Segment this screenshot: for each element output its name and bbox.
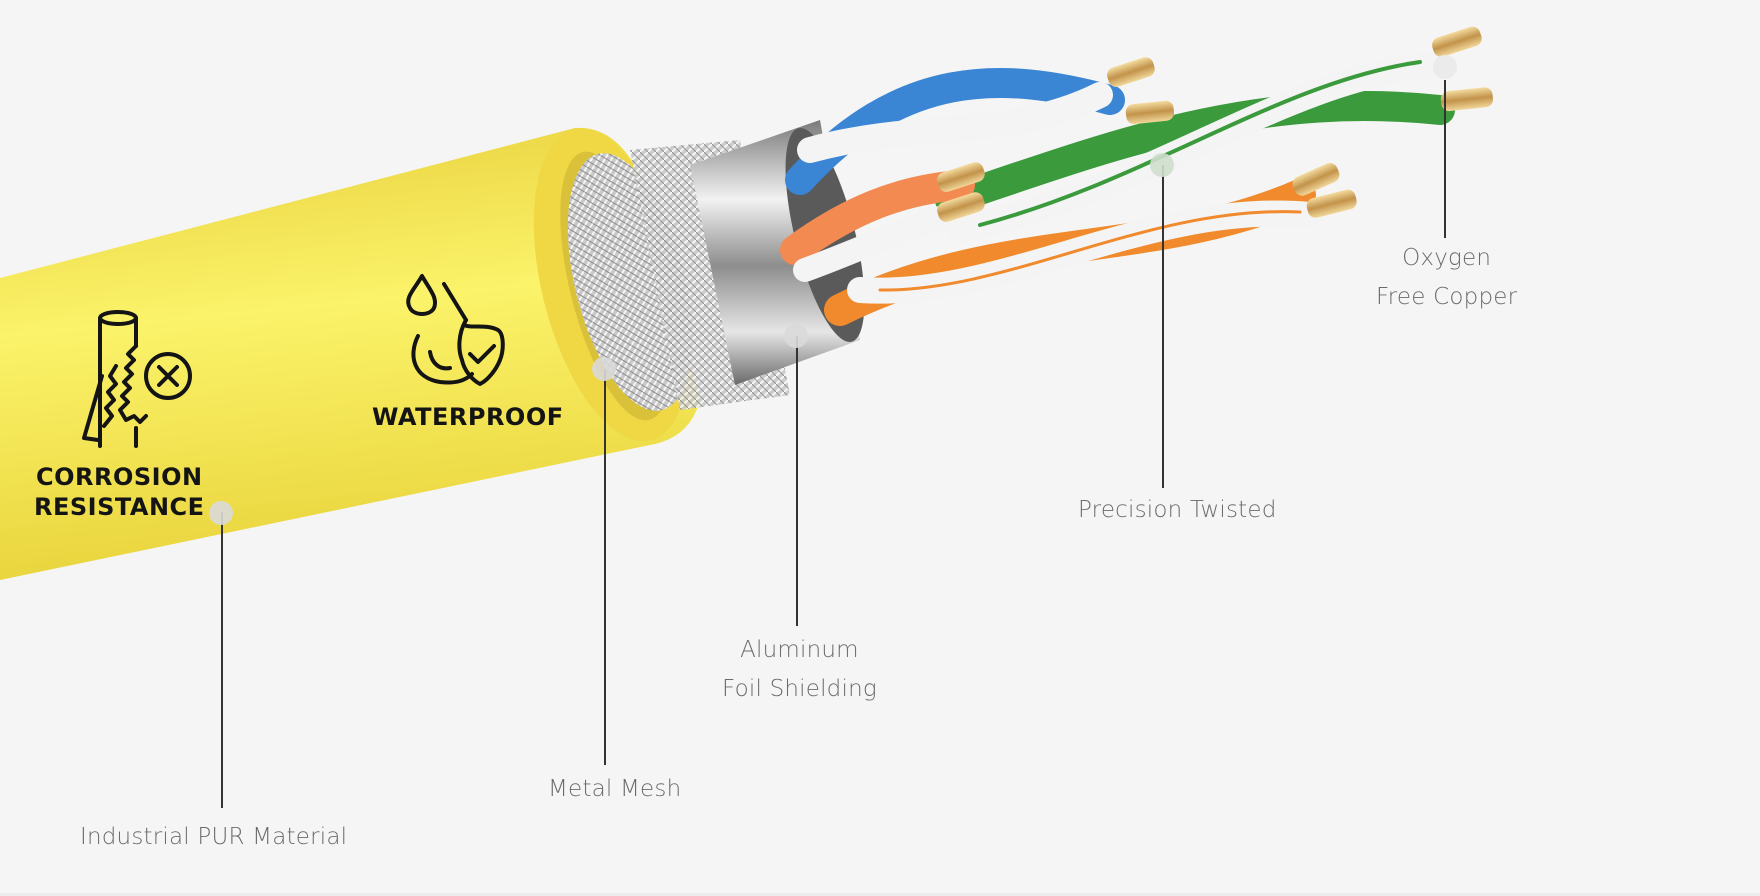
feature-corrosion-resistance: CORROSION RESISTANCE (34, 462, 205, 522)
feature-waterproof: WATERPROOF (372, 402, 564, 432)
water-drop-shield-icon (406, 274, 505, 386)
marker-dot-foil (784, 324, 808, 348)
pair-orange (824, 179, 1323, 326)
bottom-divider (0, 893, 1760, 896)
callout-twisted-text: Precision Twisted (1078, 497, 1277, 523)
callout-mesh-text: Metal Mesh (548, 776, 682, 802)
pair-orange-light (780, 170, 975, 282)
cable-jacket (0, 127, 700, 580)
feature-waterproof-label: WATERPROOF (372, 403, 564, 431)
copper-conductors (937, 26, 1494, 222)
corrosion-icon (82, 310, 192, 448)
callout-pur-text: Industrial PUR Material (80, 824, 348, 850)
callout-copper-line-2: Free Copper (1376, 284, 1518, 310)
callout-industrial-pur-material: Industrial PUR Material (80, 818, 347, 857)
callout-copper-line-1: Oxygen (1402, 245, 1492, 271)
callout-metal-mesh: Metal Mesh (548, 770, 681, 809)
callout-foil-line-2: Foil Shielding (722, 676, 877, 702)
marker-dot-twisted (1150, 153, 1174, 177)
callout-oxygen-free-copper: Oxygen Free Copper (1376, 239, 1517, 317)
marker-dot-copper (1433, 55, 1457, 79)
callout-precision-twisted: Precision Twisted (1078, 491, 1277, 530)
feature-corrosion-line-2: RESISTANCE (34, 493, 205, 521)
pair-blue (785, 67, 1125, 195)
marker-dot-pur (209, 501, 233, 525)
marker-dot-mesh (592, 357, 616, 381)
callout-foil-line-1: Aluminum (740, 637, 859, 663)
callout-aluminum-foil-shielding: Aluminum Foil Shielding (722, 631, 877, 709)
pair-green (935, 52, 1455, 243)
feature-corrosion-line-1: CORROSION (35, 463, 203, 491)
